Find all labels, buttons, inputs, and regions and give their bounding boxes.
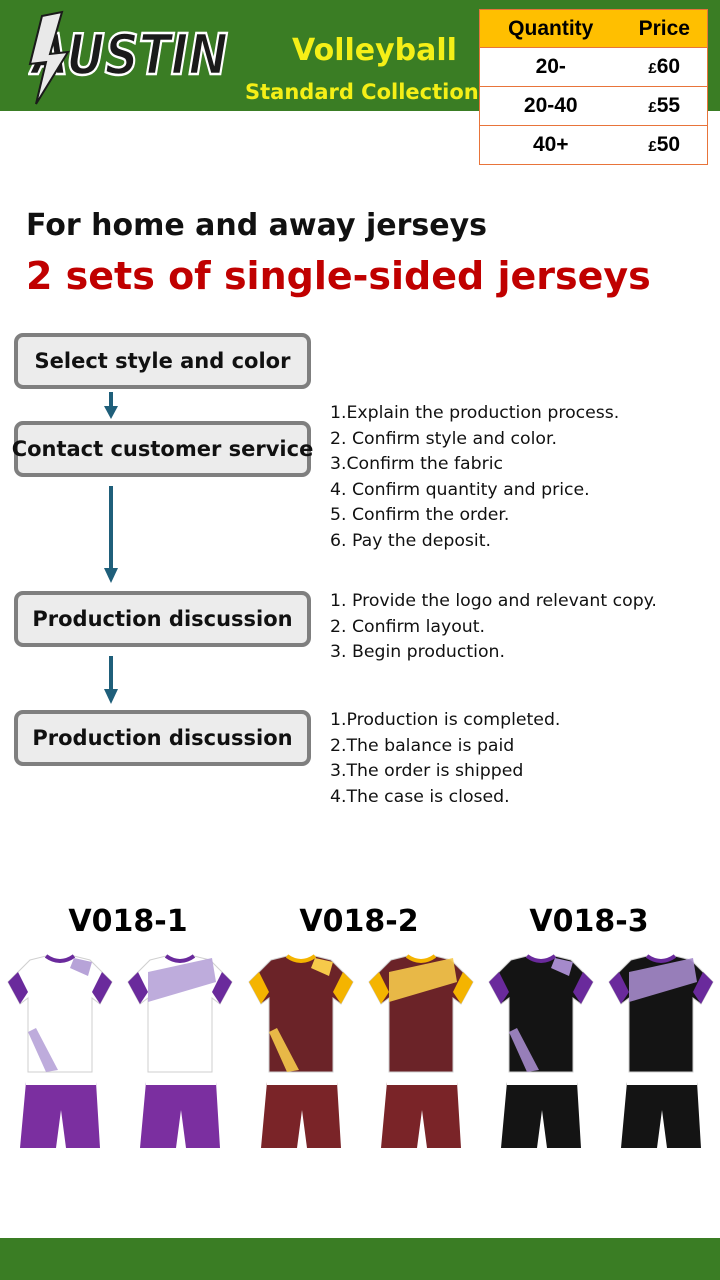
price-value: £60	[621, 47, 708, 87]
intro-line-2: 2 sets of single-sided jerseys	[26, 254, 651, 298]
note-item: 2. Confirm layout.	[330, 616, 485, 637]
product-code: V018-3	[529, 904, 649, 939]
arrow-down-icon	[104, 392, 118, 419]
step-final-notes: 1.Production is completed. 2.The balance…	[330, 708, 560, 810]
note-item: 5. Confirm the order.	[330, 505, 510, 526]
jersey-kit-image	[7, 954, 233, 1148]
product-code: V018-1	[68, 904, 188, 939]
product-code: V018-2	[299, 904, 419, 939]
price-value: £55	[621, 86, 708, 126]
note-item: 1.Explain the production process.	[330, 403, 620, 423]
price-row: 40+ £50	[479, 125, 708, 165]
step-production-discussion: Production discussion	[14, 591, 311, 647]
currency-symbol: £	[648, 138, 657, 155]
currency-symbol: £	[648, 99, 657, 116]
jersey-kit-image	[488, 954, 714, 1148]
intro-line-1: For home and away jerseys	[26, 208, 487, 243]
price-quantity: 20-40	[479, 86, 622, 126]
price-table: Quantity Price 20- £60 20-40 £55 40+ £50	[479, 9, 708, 165]
step-contact-service: Contact customer service	[12, 421, 313, 477]
price-amount: 55	[656, 94, 681, 117]
arrow-down-icon	[104, 486, 118, 583]
note-item: 1.Production is completed.	[330, 710, 561, 730]
step-production-notes: 1. Provide the logo and relevant copy. 2…	[330, 589, 657, 666]
step-production-discussion-final: Production discussion	[14, 710, 311, 766]
note-item: 4. Confirm quantity and price.	[330, 479, 590, 500]
step-contact-notes: 1.Explain the production process. 2. Con…	[330, 401, 619, 555]
note-item: 2. Confirm style and color.	[330, 428, 557, 449]
note-item: 3.Confirm the fabric	[330, 454, 503, 475]
price-table-header-price: Price	[621, 9, 708, 48]
arrow-down-icon	[104, 656, 118, 704]
note-item: 3. Begin production.	[330, 642, 505, 663]
note-item: 3.The order is shipped	[330, 761, 524, 782]
header-subtitle: Standard Collection	[245, 80, 479, 104]
price-amount: 50	[656, 133, 681, 156]
price-table-header-quantity: Quantity	[479, 9, 622, 48]
price-amount: 60	[656, 55, 681, 78]
price-quantity: 40+	[479, 125, 622, 165]
note-item: 4.The case is closed.	[330, 786, 510, 807]
note-item: 6. Pay the deposit.	[330, 530, 492, 551]
price-row: 20-40 £55	[479, 86, 708, 126]
note-item: 2.The balance is paid	[330, 735, 515, 756]
price-value: £50	[621, 125, 708, 165]
header-title: Volleyball	[292, 33, 457, 68]
note-item: 1. Provide the logo and relevant copy.	[330, 591, 657, 611]
austin-logo: AUSTIN	[28, 10, 229, 105]
price-quantity: 20-	[479, 47, 622, 87]
currency-symbol: £	[648, 60, 657, 77]
jersey-kit-image	[248, 954, 474, 1148]
step-select-style: Select style and color	[14, 333, 311, 389]
footer-bar	[0, 1238, 720, 1280]
price-row: 20- £60	[479, 47, 708, 87]
